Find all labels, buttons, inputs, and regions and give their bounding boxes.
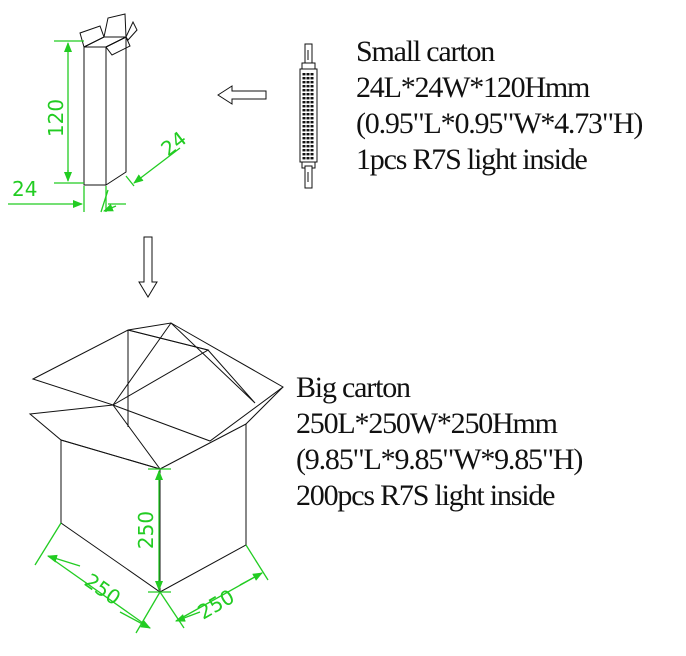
big-carton-dimensions [34, 468, 269, 634]
small-carton-title: Small carton [356, 35, 495, 68]
small-carton-flap-back [103, 13, 127, 38]
small-carton-front [83, 46, 107, 186]
big-carton-flap-front-left [28, 404, 162, 470]
small-carton-height-label: 120 [44, 99, 68, 137]
small-carton-flap-left [79, 25, 105, 48]
small-carton-size-inch: (0.95"L*0.95"W*4.73"H) [356, 107, 643, 140]
big-carton-drawing [28, 322, 284, 593]
small-carton-description: Small carton 24L*24W*120Hmm (0.95"L*0.95… [356, 34, 643, 178]
small-carton-flap-right [125, 20, 138, 41]
big-carton-flap-back-right [127, 322, 256, 404]
small-carton-width-label: 24 [12, 177, 37, 201]
big-carton-description: Big carton 250L*250W*250Hmm (9.85"L*9.85… [296, 370, 583, 514]
arrow-down-icon [138, 236, 158, 298]
big-carton-height-label: 250 [134, 511, 158, 549]
small-carton-side [105, 36, 127, 186]
small-carton-top [83, 36, 127, 48]
small-carton-depth-label: 24 [156, 126, 191, 161]
small-carton-contents: 1pcs R7S light inside [356, 143, 588, 176]
big-carton-flap-right [112, 322, 284, 442]
r7s-lamp-icon [299, 43, 318, 189]
small-carton-size-mm: 24L*24W*120Hmm [356, 71, 590, 104]
big-carton-size-inch: (9.85"L*9.85"W*9.85"H) [296, 443, 583, 476]
big-carton-contents: 200pcs R7S light inside [296, 479, 555, 512]
small-carton-flap-front [105, 36, 131, 56]
small-carton-drawing [79, 13, 138, 186]
r7s-lamp-coil [302, 73, 314, 160]
big-carton-length-label: 250 [80, 568, 125, 610]
big-carton-side [159, 423, 247, 593]
big-carton-title: Big carton [296, 371, 411, 404]
arrow-left-icon [217, 85, 267, 105]
small-carton-dimensions [8, 40, 181, 213]
big-carton-size-mm: 250L*250W*250Hmm [296, 407, 558, 440]
